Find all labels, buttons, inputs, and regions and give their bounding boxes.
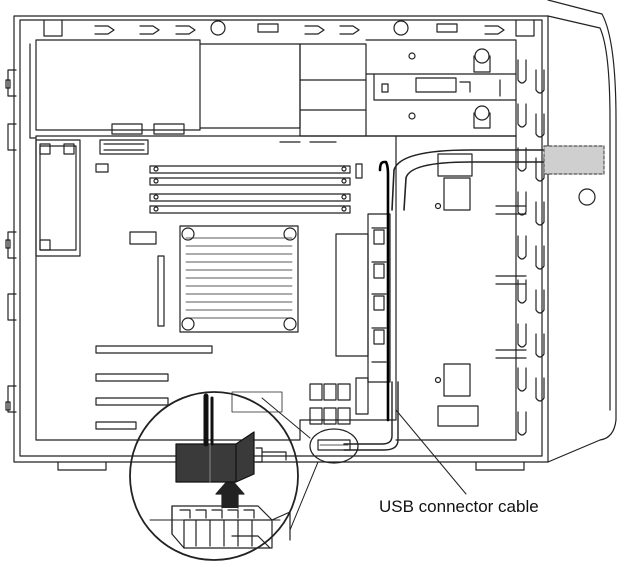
pci-slots bbox=[95, 345, 213, 430]
usb-header-target bbox=[309, 428, 359, 464]
cpu-heatsink bbox=[157, 225, 299, 333]
sata-connectors bbox=[231, 377, 369, 425]
usb-connector-cable-label: USB connector cable bbox=[379, 497, 539, 516]
dimm-slots bbox=[149, 165, 351, 214]
left-vent-slots bbox=[5, 69, 17, 413]
chassis-frame bbox=[13, 0, 617, 471]
power-supply bbox=[29, 39, 367, 139]
right-vent-slots bbox=[517, 59, 545, 436]
top-vent-slots bbox=[43, 19, 535, 37]
callout-leader bbox=[395, 409, 467, 495]
usb-cable-path bbox=[343, 149, 601, 451]
cable-channel bbox=[335, 213, 391, 383]
usb-front-panel-highlight bbox=[543, 145, 605, 175]
drive-cage-lower bbox=[395, 135, 527, 441]
magnified-callout bbox=[129, 391, 319, 561]
drive-bay-cage bbox=[365, 39, 517, 137]
system-fan bbox=[35, 139, 81, 257]
